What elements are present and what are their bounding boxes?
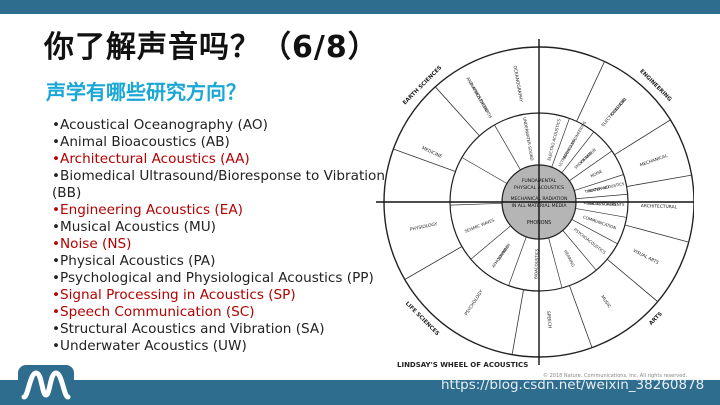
topic-item: •Engineering Acoustics (EA) <box>52 202 243 218</box>
center-label: MECHANICAL RADIATION <box>511 196 568 202</box>
topic-item: •Structural Acoustics and Vibration (SA) <box>52 321 325 337</box>
topic-item: •Speech Communication (SC) <box>52 304 255 320</box>
topic-item: •Signal Processing in Acoustics (SP) <box>52 287 296 303</box>
inner-divider <box>548 237 563 289</box>
outer-divider <box>434 86 480 137</box>
slide-title: 你了解声音吗？（6/8） <box>44 30 379 65</box>
inner-divider <box>561 131 595 174</box>
inner-ring-label: NOISE <box>590 168 604 178</box>
outer-divider <box>614 119 671 156</box>
inner-ring-label: BIOACOUSTICS <box>533 248 539 279</box>
top-accent-bar <box>0 0 720 14</box>
waveform-logo-icon <box>18 365 74 405</box>
copyright-note: © 2018 Nature. Communications, Inc. All … <box>543 373 688 379</box>
outer-divider <box>624 224 689 243</box>
inner-ring-label: AND INSTRUMENTS <box>587 201 625 207</box>
outer-divider <box>576 61 605 122</box>
topic-item: •Underwater Acoustics (UW) <box>52 338 247 354</box>
topic-item: •Noise (NS) <box>52 236 132 252</box>
outer-ring-label: SPEECH <box>545 311 552 329</box>
topic-list: •Acoustical Oceanography (AO)•Animal Bio… <box>52 117 392 355</box>
outer-divider <box>626 174 692 187</box>
url-watermark: https://blog.csdn.net/weixin_38260878 <box>441 377 705 393</box>
inner-divider <box>569 150 613 182</box>
outer-ring-label: PHYSIOLOGY <box>409 221 438 233</box>
topic-item: •Psychological and Physiological Acousti… <box>52 270 374 286</box>
inner-ring-label: ROOM AND <box>588 184 610 193</box>
outer-divider <box>393 148 456 172</box>
inner-divider <box>574 174 624 191</box>
topic-item: •Biomedical Ultrasound/Bioresponse to Vi… <box>52 168 385 201</box>
outer-divider <box>569 285 593 348</box>
center-label: IN ALL MATERIAL MEDIA <box>511 203 567 209</box>
wheel-caption: LINDSAY'S WHEEL OF ACOUSTICS <box>397 361 529 369</box>
inner-ring-label: MUSICAL SCALES <box>584 201 617 207</box>
inner-divider <box>571 219 618 245</box>
quadrant-label: ARTS <box>648 311 664 327</box>
slide-subtitle: 声学有哪些研究方向？ <box>46 80 246 104</box>
inner-divider <box>450 202 503 206</box>
outer-divider <box>404 246 463 280</box>
inner-divider <box>508 236 527 286</box>
topic-item: •Animal Bioacoustics (AB) <box>52 134 230 150</box>
topic-item: •Physical Acoustics (PA) <box>52 253 216 269</box>
phonons-label: PHONONS <box>527 220 551 226</box>
bottom-bar <box>0 380 720 405</box>
inner-divider <box>461 157 508 184</box>
inner-divider <box>470 225 511 260</box>
outer-divider <box>606 258 658 302</box>
center-label: PHYSICAL ACOUSTICS <box>514 185 564 191</box>
inner-divider <box>494 124 521 171</box>
outer-ring-label: ARCHITECTURAL <box>641 203 678 210</box>
inner-divider <box>562 230 597 271</box>
topic-item: •Architectural Acoustics (AA) <box>52 151 250 167</box>
outer-divider <box>511 289 524 355</box>
inner-divider <box>575 208 627 218</box>
inner-divider <box>551 118 570 168</box>
topic-item: •Musical Acoustics (MU) <box>52 219 216 235</box>
inner-divider <box>575 193 628 200</box>
center-label: FUNDAMENTAL <box>522 178 557 184</box>
topic-item: •Acoustical Oceanography (AO) <box>52 117 268 133</box>
